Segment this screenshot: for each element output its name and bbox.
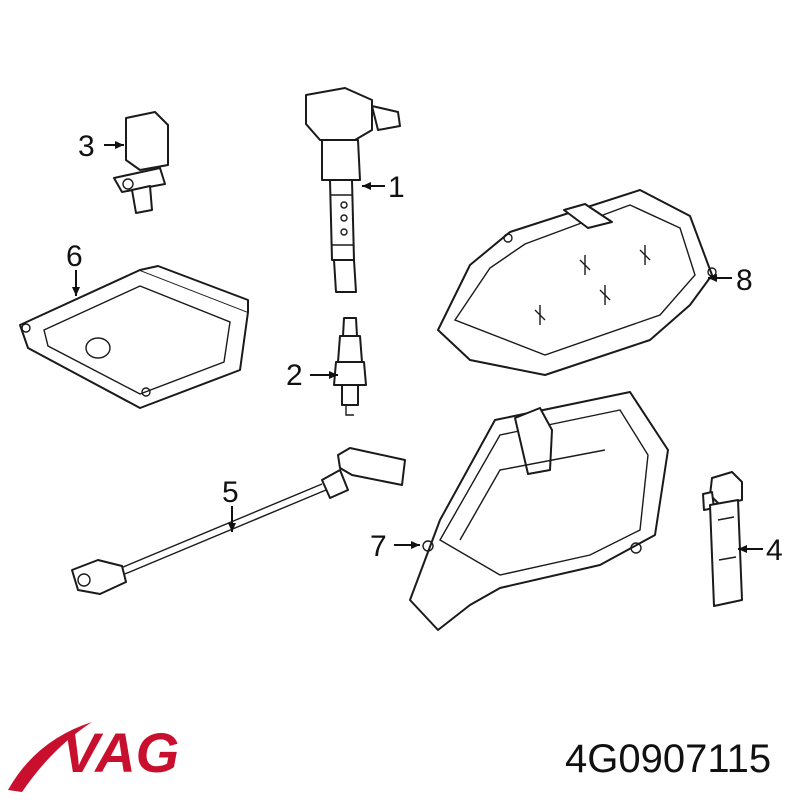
- callout-4: 4: [766, 534, 783, 567]
- crankshaft-sensor: [702, 471, 743, 607]
- callout-1: 1: [388, 171, 405, 204]
- callout-3: 3: [78, 130, 95, 163]
- callout-8: 8: [736, 264, 753, 297]
- ecu-housing: [409, 391, 669, 631]
- part-number: 4G0907115: [565, 737, 771, 781]
- vag-logo: VAG: [8, 721, 179, 792]
- camshaft-sensor: [113, 111, 169, 214]
- brand-logo-text: VAG: [62, 721, 179, 784]
- callout-6: 6: [66, 240, 83, 273]
- logo-swoosh-icon: [8, 722, 92, 792]
- callout-2: 2: [286, 359, 303, 392]
- ecu-cover: [437, 189, 717, 376]
- callout-7: 7: [370, 530, 387, 563]
- engine-control-unit: [19, 265, 249, 409]
- ignition-coil: [305, 87, 401, 293]
- knock-sensor: [71, 447, 406, 595]
- spark-plug: [333, 317, 367, 416]
- callout-5: 5: [222, 476, 239, 509]
